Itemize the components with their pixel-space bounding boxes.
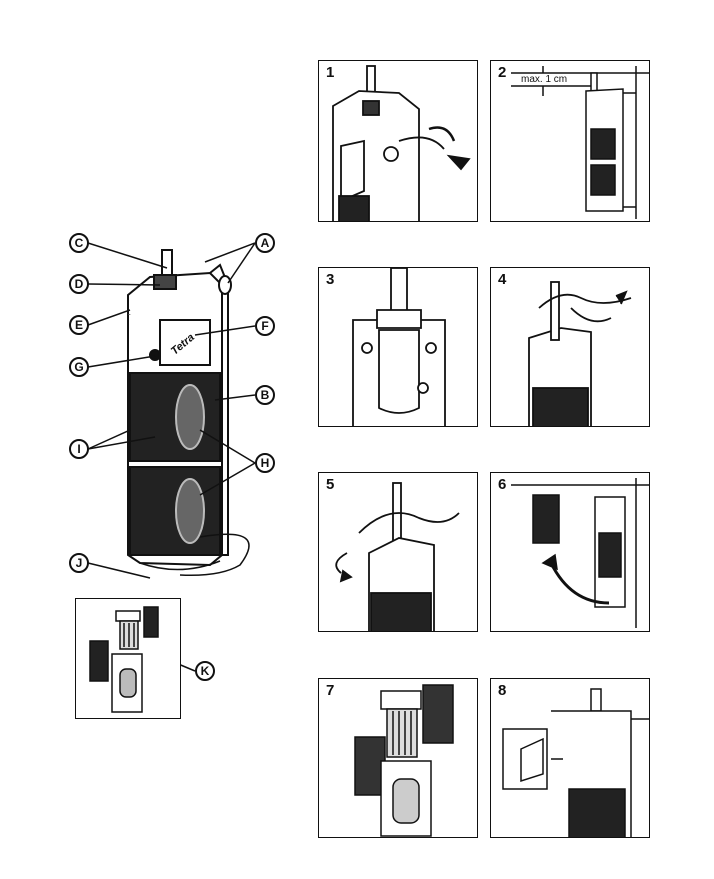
filter-disassembled-illustration <box>89 606 159 713</box>
step-2-measure-label: max. 1 cm <box>521 74 568 85</box>
step-panel-3: 3 <box>318 267 478 427</box>
callout-f: F <box>255 316 275 336</box>
callout-c: C <box>69 233 89 253</box>
step-number-7: 7 <box>326 682 335 699</box>
callout-k: K <box>195 661 215 681</box>
step-2-illustration <box>511 66 649 219</box>
step-number-2: 2 <box>498 64 507 81</box>
step-number-5: 5 <box>326 476 335 493</box>
step-number-6: 6 <box>498 476 507 493</box>
step-5-illustration <box>335 482 460 631</box>
callout-a: A <box>255 233 275 253</box>
step-number-8: 8 <box>498 682 507 699</box>
step-4-illustration <box>528 281 632 426</box>
step-1-illustration <box>332 65 471 221</box>
callout-g: G <box>69 357 89 377</box>
step-3-illustration <box>352 268 446 426</box>
filter-main-diagram: Tetra <box>127 249 250 577</box>
step-number-3: 3 <box>326 271 335 288</box>
inset-panel-k <box>75 598 181 719</box>
callout-d: D <box>69 274 89 294</box>
step-panel-1: 1 <box>318 60 478 222</box>
step-panel-2: 2 max. 1 cm <box>490 60 650 222</box>
callout-h: H <box>255 453 275 473</box>
callout-e: E <box>69 315 89 335</box>
step-panel-4: 4 <box>490 267 650 427</box>
step-6-illustration <box>511 478 649 628</box>
step-number-4: 4 <box>498 271 507 288</box>
step-panel-6: 6 <box>490 472 650 632</box>
callout-b: B <box>255 385 275 405</box>
step-panel-8: 8 <box>490 678 650 838</box>
step-panel-5: 5 <box>318 472 478 632</box>
callout-i: I <box>69 439 89 459</box>
step-number-1: 1 <box>326 64 335 81</box>
step-8-illustration <box>502 688 649 837</box>
callout-j: J <box>69 553 89 573</box>
step-panel-7: 7 <box>318 678 478 838</box>
step-7-illustration <box>354 684 454 837</box>
